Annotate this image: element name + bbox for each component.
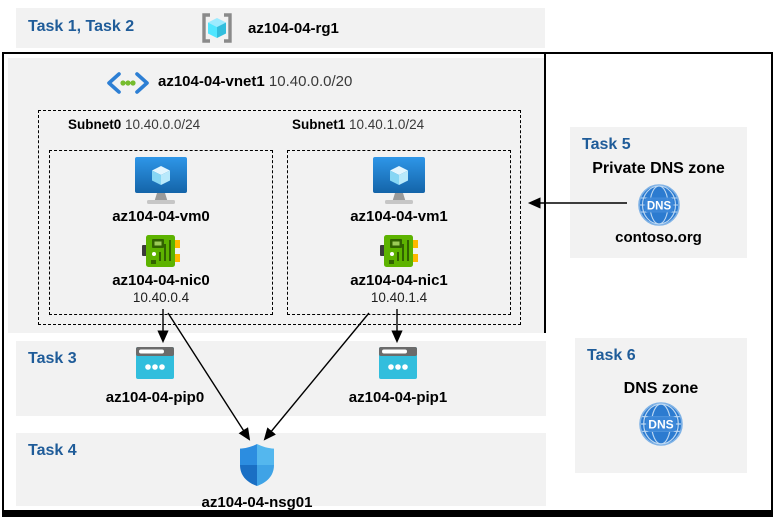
subnet1-cidr: 10.40.1.0/24 <box>349 117 425 132</box>
task6-label: Task 6 <box>587 347 636 364</box>
subnet1-name: Subnet1 <box>292 117 346 132</box>
public-ip-icon <box>379 347 417 379</box>
vnet-right-border <box>544 52 546 333</box>
resource-group-icon <box>202 13 232 43</box>
vm-icon <box>135 157 187 204</box>
dns-icon-text: DNS <box>648 418 673 432</box>
subnet1-box: az104-04-vm1 az104-04-nic1 10.40.1.4 <box>287 150 511 315</box>
subnet1-label: Subnet1 10.40.1.0/24 <box>292 117 424 132</box>
nic0-name: az104-04-nic0 <box>112 272 210 289</box>
task1-2-band: Task 1, Task 2 az104-04-rg1 <box>16 8 545 48</box>
nic0-ip: 10.40.0.4 <box>132 290 190 305</box>
dns-zone-title: DNS zone <box>623 380 699 397</box>
vnet-panel <box>8 58 545 333</box>
vnet-cidr: 10.40.0.0/20 <box>268 73 353 90</box>
nic1-name: az104-04-nic1 <box>350 272 448 289</box>
nic-icon <box>380 235 418 267</box>
task4-band: Task 4 <box>16 433 546 506</box>
private-dns-zone-name: contoso.org <box>615 229 702 246</box>
nic-icon <box>142 235 180 267</box>
task5-label: Task 5 <box>582 136 631 153</box>
public-ip-icon <box>136 347 174 379</box>
task6-box: Task 6 DNS zone DNS <box>575 338 747 473</box>
vnet-icon <box>107 72 149 94</box>
subnet0-label: Subnet0 10.40.0.0/24 <box>68 117 200 132</box>
nic1-ip: 10.40.1.4 <box>370 290 428 305</box>
private-dns-zone-title: Private DNS zone <box>592 160 725 177</box>
vnet-name: az104-04-vnet1 <box>158 73 265 90</box>
pip0-name: az104-04-pip0 <box>105 389 205 406</box>
vm1-name: az104-04-vm1 <box>350 208 448 225</box>
vm-icon <box>373 157 425 204</box>
task1-2-label: Task 1, Task 2 <box>28 18 135 35</box>
dns-zone-icon: DNS <box>639 402 683 446</box>
pip1-name: az104-04-pip1 <box>348 389 448 406</box>
vm0-name: az104-04-vm0 <box>112 208 210 225</box>
nsg-group: az104-04-nsg01 <box>187 444 327 511</box>
subnet0-name: Subnet0 <box>68 117 122 132</box>
pip1-group: az104-04-pip1 <box>328 347 468 406</box>
nsg-shield-icon <box>240 444 274 486</box>
resource-group-name: az104-04-rg1 <box>248 20 339 37</box>
task5-box: Task 5 Private DNS zone DNS contoso.org <box>570 127 747 258</box>
subnet0-cidr: 10.40.0.0/24 <box>125 117 201 132</box>
task3-label: Task 3 <box>28 350 77 367</box>
pip0-group: az104-04-pip0 <box>85 347 225 406</box>
dns-icon-text: DNS <box>646 201 671 213</box>
task4-label: Task 4 <box>28 442 77 459</box>
dns-zone-icon: DNS <box>637 184 680 226</box>
nsg-name: az104-04-nsg01 <box>201 494 313 511</box>
subnet0-box: az104-04-vm0 az104-04-nic0 10.40.0.4 <box>49 150 273 315</box>
vnet-title: az104-04-vnet1 10.40.0.0/20 <box>158 73 352 90</box>
